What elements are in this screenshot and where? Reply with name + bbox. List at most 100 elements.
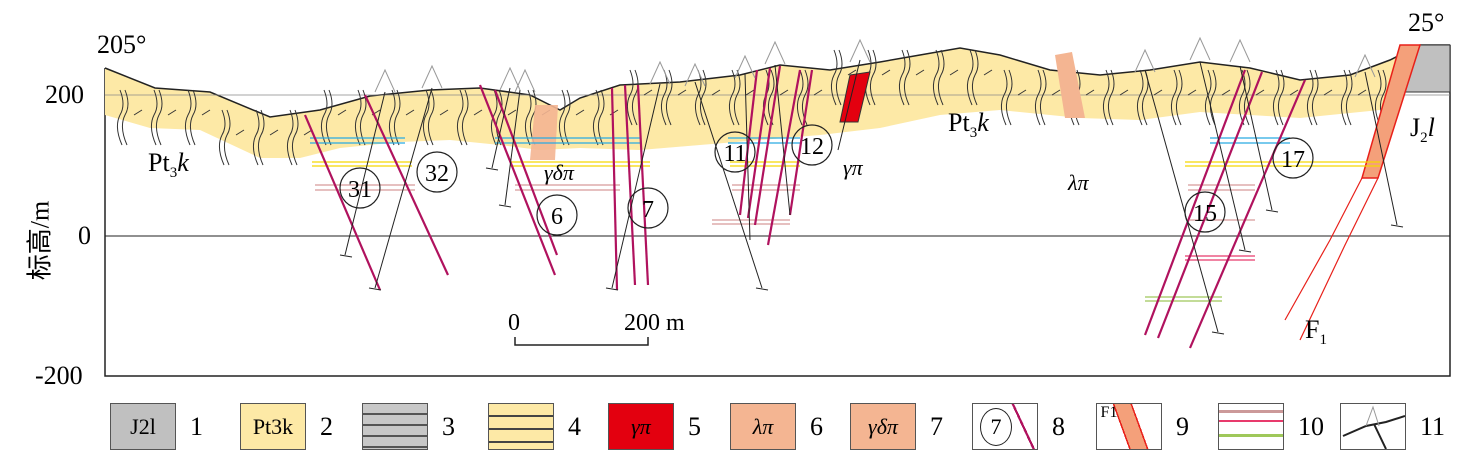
band-tick	[133, 109, 143, 116]
band-stroke	[218, 109, 226, 166]
vein-number-6: 6	[551, 204, 563, 230]
band-stroke	[903, 49, 911, 106]
surface-band	[105, 45, 1420, 158]
dike-lambda-pi	[1055, 52, 1085, 118]
band-tick	[201, 109, 211, 116]
legend-box-granodiorite-porphyry: γδπ	[850, 403, 916, 450]
y-tick-200: 200	[45, 80, 84, 109]
band-stroke	[252, 109, 260, 166]
band-stroke	[1272, 69, 1280, 126]
vein-number-circle	[714, 131, 756, 173]
y-axis-label: 标高/m	[25, 200, 55, 281]
band-tick	[269, 129, 279, 136]
vein-number-circle	[1272, 137, 1314, 179]
label-lambda-pi: λπ	[1068, 170, 1089, 195]
band-stroke	[461, 89, 469, 146]
band-stroke	[1306, 69, 1314, 126]
drill-rig-icon	[1189, 36, 1211, 61]
band-tick	[745, 89, 755, 96]
legend-box-sandstone	[362, 403, 428, 450]
band-tick	[609, 109, 619, 116]
vein-number-17: 17	[1281, 147, 1305, 173]
band-stroke	[422, 89, 430, 146]
band-stroke	[728, 69, 736, 126]
band-tick	[575, 109, 585, 116]
legend-symbol: γδπ	[868, 413, 898, 439]
band-tick	[1119, 89, 1129, 96]
band-stroke	[830, 49, 838, 106]
band-tick	[813, 89, 823, 96]
band-stroke	[1034, 69, 1042, 126]
vein-number-15: 15	[1193, 201, 1217, 227]
band-stroke	[971, 49, 979, 106]
unit-label-pt3k-center: Pt3k	[948, 108, 989, 142]
band-stroke	[767, 69, 775, 126]
band-stroke	[490, 89, 498, 146]
fault-f1-line-b	[1299, 177, 1379, 341]
band-tick	[1085, 89, 1095, 96]
band-stroke	[835, 49, 843, 106]
legend-number: 7	[930, 412, 943, 441]
label-ital: k	[177, 148, 189, 177]
label-gamma-delta-pi: γδπ	[544, 160, 574, 185]
band-tick	[439, 109, 449, 116]
band-tick	[949, 69, 959, 76]
band-stroke	[733, 69, 741, 126]
band-tick	[915, 69, 925, 76]
label-sub: 3	[969, 125, 978, 142]
y-tick-0: 0	[78, 221, 91, 250]
vein-number-11: 11	[723, 141, 746, 167]
band-stroke	[1340, 69, 1348, 126]
band-stroke	[189, 89, 197, 146]
drill-holes	[339, 59, 1404, 335]
band-tick	[1221, 89, 1231, 96]
band-stroke	[1311, 69, 1319, 126]
band-stroke	[626, 69, 634, 126]
band-stroke	[1107, 69, 1115, 126]
band-stroke	[665, 69, 673, 126]
band-stroke	[966, 49, 974, 106]
band-tick	[779, 89, 789, 96]
legend-box-vein-number: 7	[972, 403, 1038, 450]
band-tick	[983, 69, 993, 76]
label-sub: 3	[169, 165, 178, 182]
band-tick	[473, 109, 483, 116]
band-stroke	[223, 109, 231, 166]
band-stroke	[320, 89, 328, 146]
band-tick	[677, 89, 687, 96]
vein-number-31: 31	[348, 177, 372, 203]
drill-rig-icon	[1354, 53, 1376, 78]
frame	[104, 45, 1451, 377]
scale-start: 0	[508, 310, 520, 336]
unit-label-j2l: J2l	[1410, 113, 1435, 147]
legend-symbol: 7	[980, 407, 1012, 446]
ground-surface	[104, 44, 1450, 118]
legend-box-granite-porphyry: γπ	[608, 403, 674, 450]
drill-rig-icon	[374, 68, 396, 93]
band-stroke	[116, 89, 124, 146]
band-stroke	[631, 69, 639, 126]
legend-number: 5	[688, 412, 701, 441]
band-stroke	[796, 69, 804, 126]
band-tick	[1051, 89, 1061, 96]
band-stroke	[354, 89, 362, 146]
band-stroke	[257, 109, 265, 166]
band-stroke	[597, 89, 605, 146]
unit-label-pt3k-left: Pt3k	[148, 148, 189, 182]
band-stroke	[563, 89, 571, 146]
drill-rig-icon	[734, 54, 756, 79]
label-ital: k	[977, 108, 989, 137]
legend-box-weathered-zone	[488, 403, 554, 450]
band-tick	[507, 109, 517, 116]
band-stroke	[388, 89, 396, 146]
band-stroke	[155, 89, 163, 146]
band-tick	[167, 109, 177, 116]
band-stroke	[699, 69, 707, 126]
label-ital: l	[1427, 113, 1435, 142]
band-stroke	[898, 49, 906, 106]
scale-end: 200 m	[624, 310, 685, 336]
label-main: Pt	[948, 108, 970, 137]
band-stroke	[1277, 69, 1285, 126]
band-tick	[405, 109, 415, 116]
